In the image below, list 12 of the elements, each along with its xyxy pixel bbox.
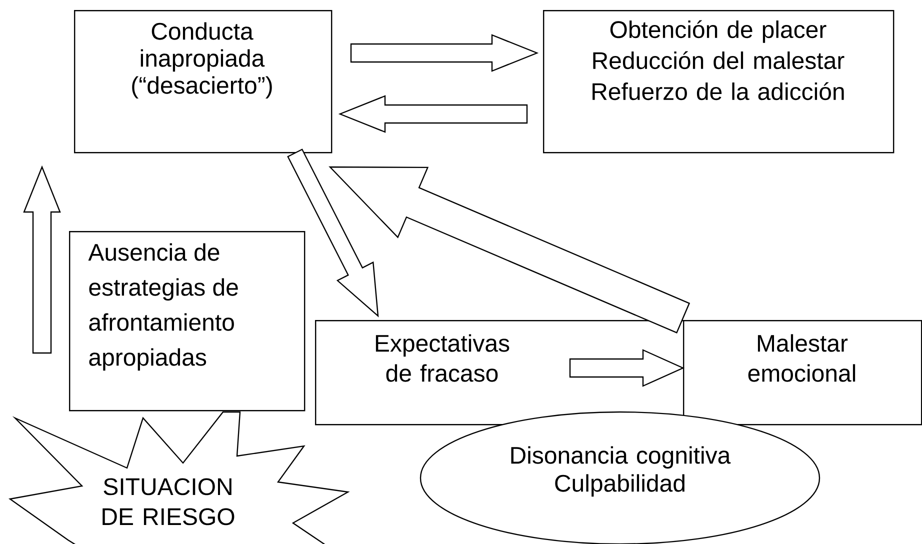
block-arrow	[338, 95, 528, 133]
node-label: Culpabilidad	[555, 474, 684, 497]
process-box: Obtención de placer Reducción del malestar Refuerzo de la adicción	[543, 10, 894, 154]
node-label: Disonancia cognitiva	[511, 446, 731, 469]
block-arrow	[350, 34, 539, 72]
process-box: Malestar emocional	[683, 320, 922, 426]
starburst: SITUACION DE RIESGO	[8, 411, 350, 544]
process-box: Ausencia de estrategias de afrontamiento apropiadas	[69, 231, 306, 412]
block-arrow	[287, 148, 379, 318]
process-box: Conducta inapropiada (“desacierto”)	[74, 10, 332, 154]
block-arrow	[569, 349, 684, 387]
block-arrow	[23, 165, 61, 354]
